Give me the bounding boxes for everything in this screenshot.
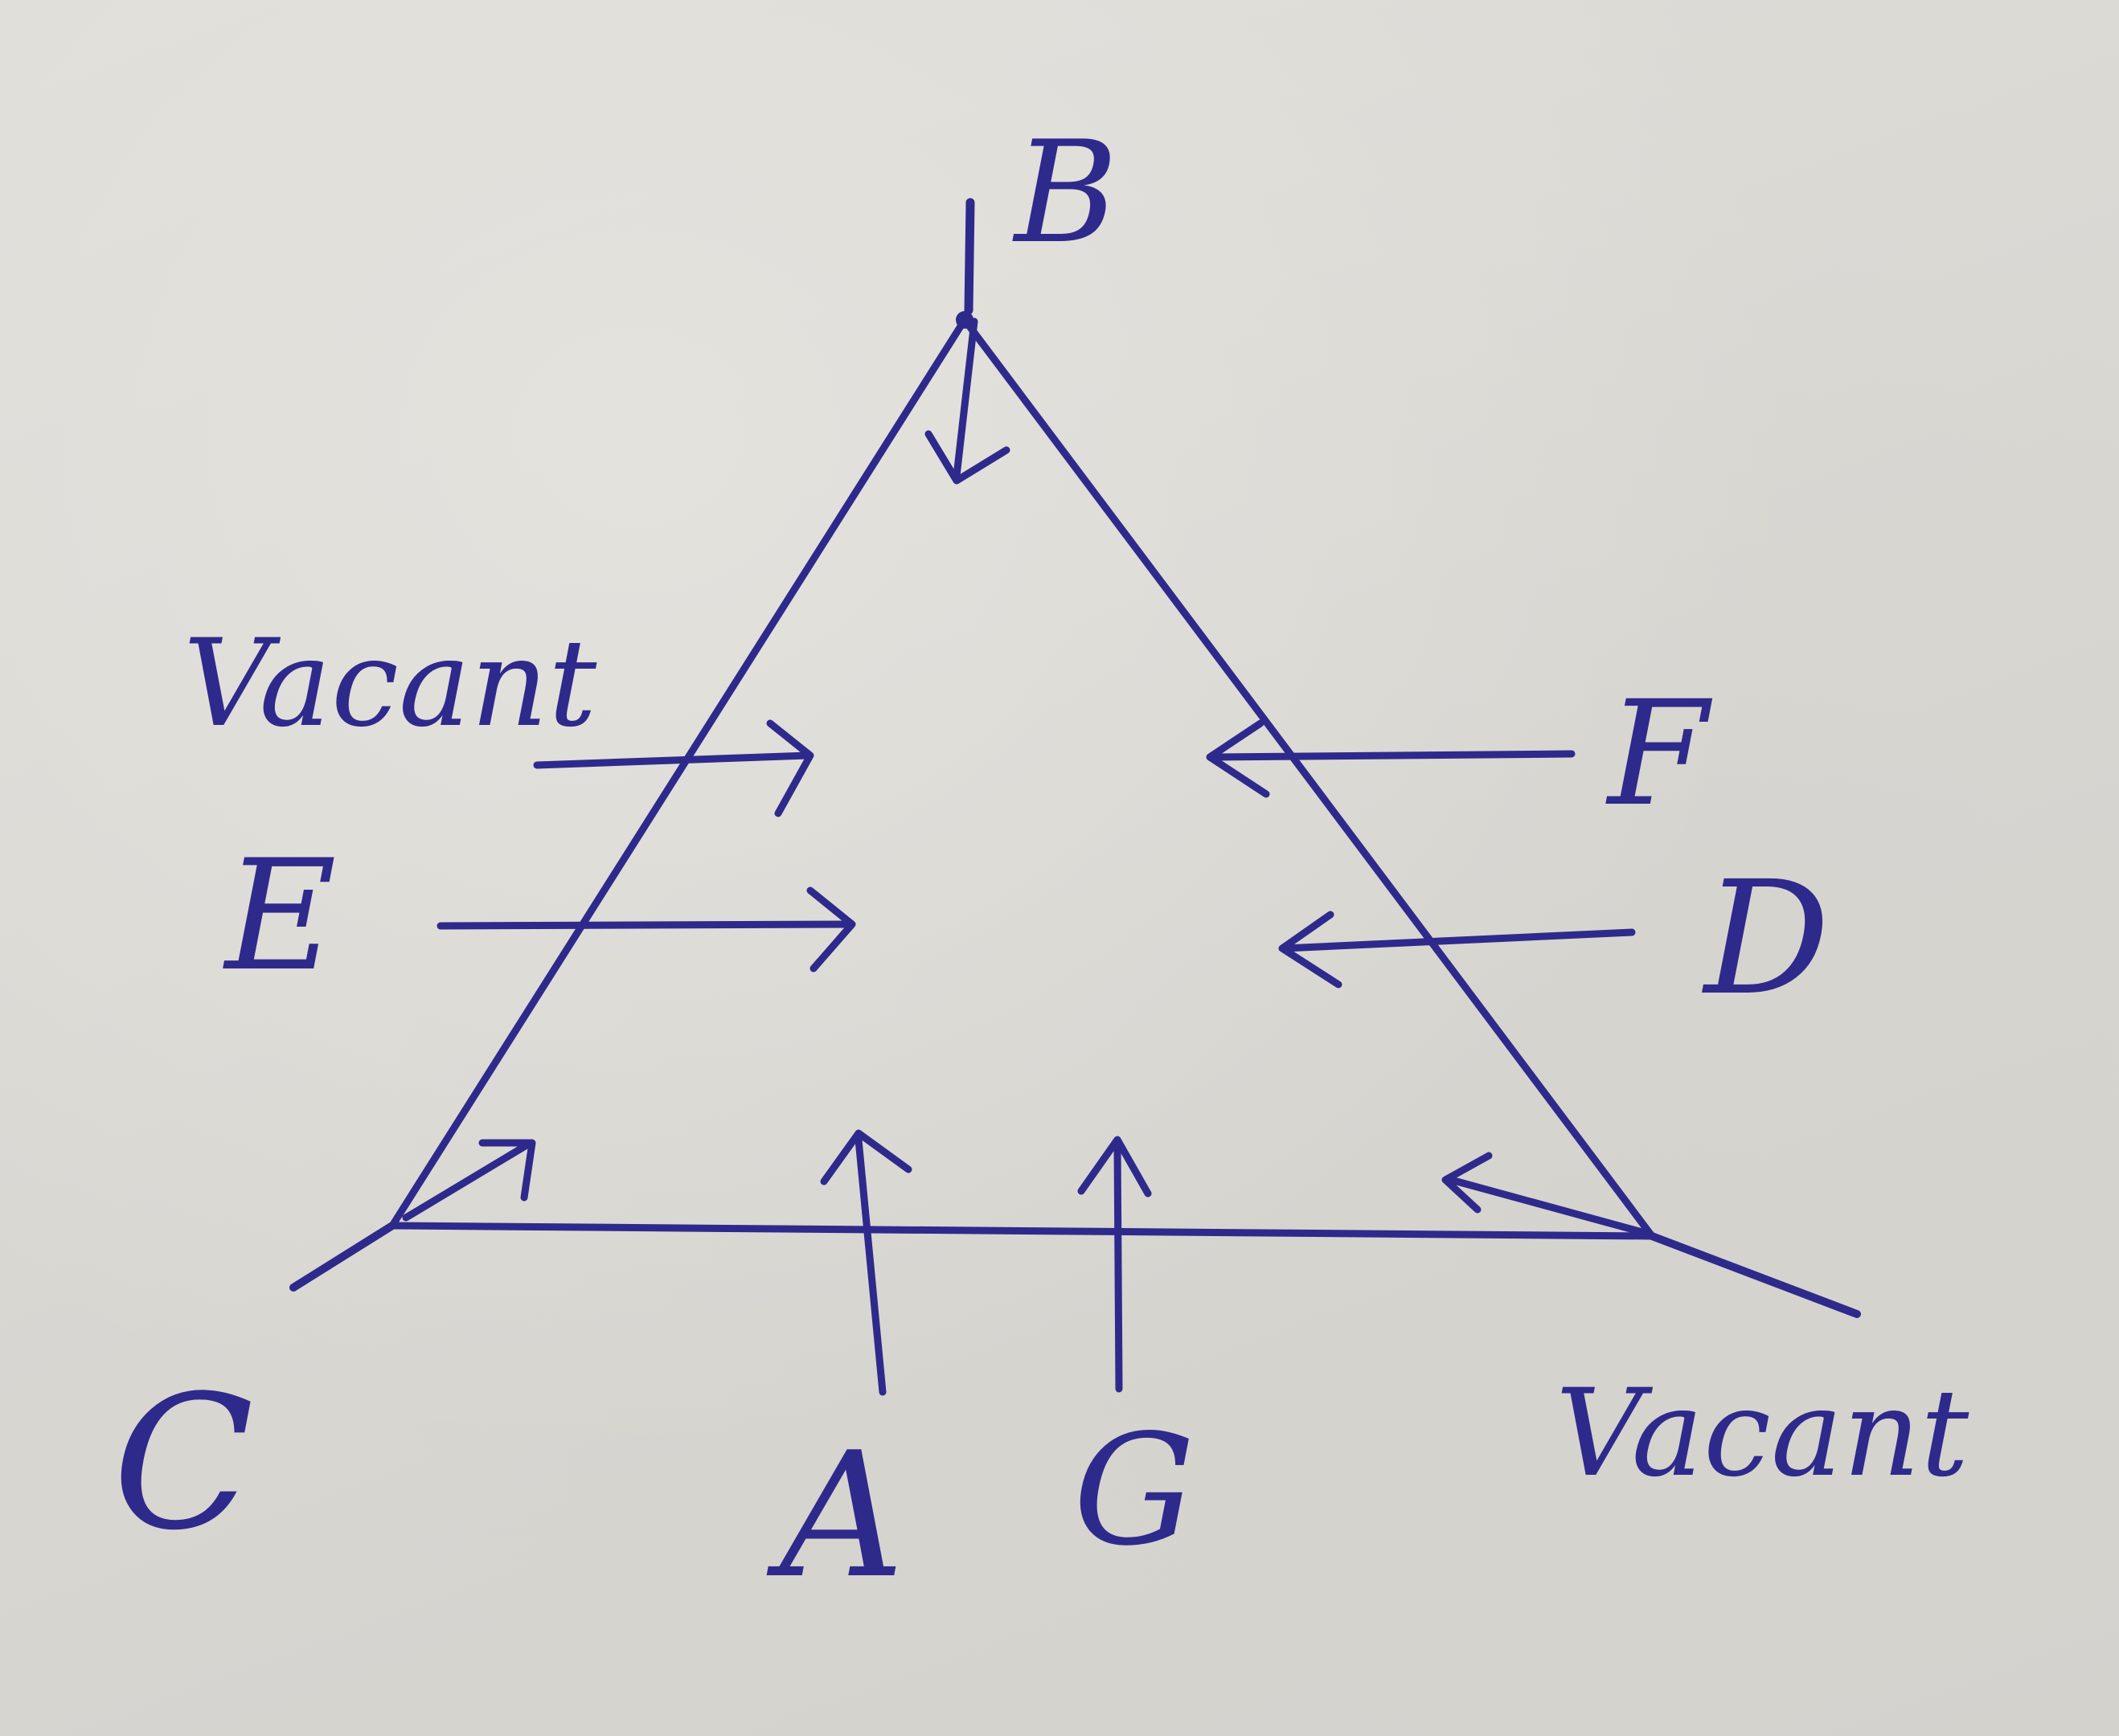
arrow-from-f (1206, 719, 1576, 798)
label-e: E (223, 827, 337, 1005)
triangle (388, 316, 1656, 1240)
arrow-from-b (924, 317, 1010, 485)
triangle-side-bc (388, 316, 969, 1230)
arrow-from-vacant-right (1441, 1152, 1652, 1238)
vertex-b-mark (956, 198, 975, 329)
base-extensions (289, 1222, 1861, 1318)
arrows (402, 317, 1652, 1396)
vertex-b-tick (964, 198, 975, 315)
vertex-vacant-extension (1648, 1232, 1861, 1318)
label-c: C (113, 1357, 254, 1571)
arrow-from-vacant-left (533, 719, 814, 817)
label-vacant-right: Vacant (1555, 1364, 1969, 1504)
arrow-from-g (1077, 1136, 1152, 1393)
arrow-from-e (437, 886, 856, 972)
arrow-from-d (1278, 911, 1636, 989)
arrow-from-c (402, 1139, 536, 1222)
labels: B Vacant E F D C A G Vacant (113, 112, 1969, 1616)
label-f: F (1605, 670, 1713, 838)
label-vacant-left: Vacant (183, 614, 597, 754)
triangle-side-bd (961, 316, 1656, 1240)
vertex-b-dot (956, 311, 973, 329)
triangle-base (388, 1222, 1656, 1240)
vertex-c-extension (289, 1222, 396, 1292)
label-g: G (1073, 1402, 1195, 1579)
arrow-from-a (820, 1129, 912, 1396)
label-d: D (1702, 847, 1830, 1030)
label-a: A (766, 1415, 904, 1616)
label-b: B (1012, 112, 1118, 275)
